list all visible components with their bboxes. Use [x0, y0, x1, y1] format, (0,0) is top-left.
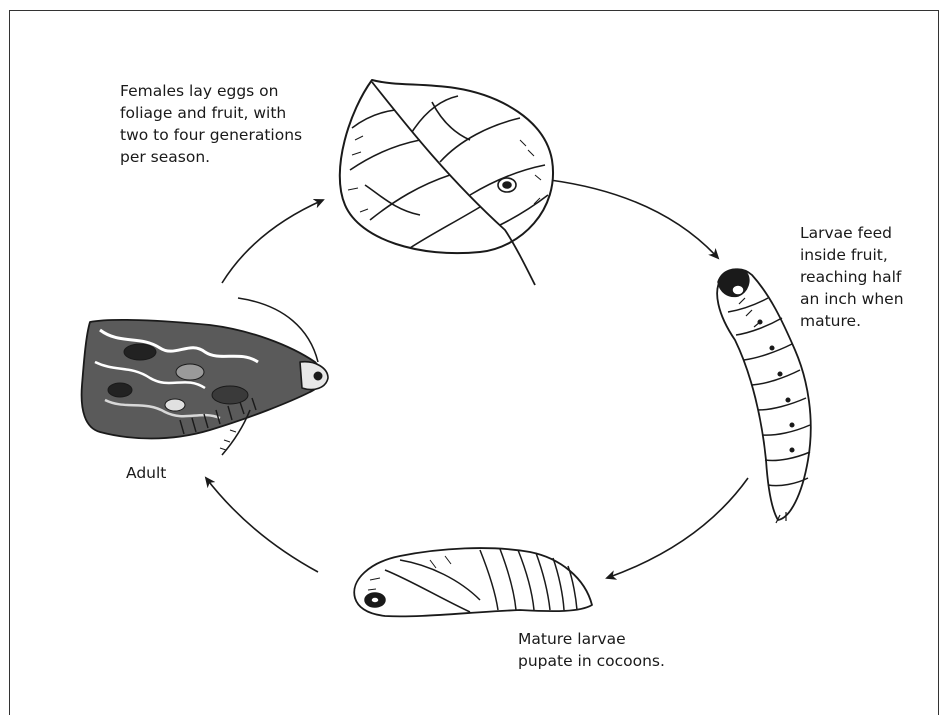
- pupa-stage-label: Mature larvae pupate in cocoons.: [518, 628, 718, 672]
- larva-icon: [717, 269, 811, 523]
- arrow-larvae-to-pupa: [607, 478, 748, 578]
- larvae-stage-label: Larvae feed inside fruit, reaching half …: [800, 222, 930, 332]
- arrow-adult-to-eggs: [222, 200, 323, 283]
- moth-icon: [82, 298, 328, 455]
- arrow-eggs-to-larvae: [550, 180, 718, 258]
- pupa-icon: [354, 548, 592, 616]
- adult-stage-label: Adult: [126, 462, 206, 484]
- leaf-icon: [340, 80, 553, 285]
- arrow-pupa-to-adult: [206, 478, 318, 572]
- eggs-stage-label: Females lay eggs on foliage and fruit, w…: [120, 80, 335, 168]
